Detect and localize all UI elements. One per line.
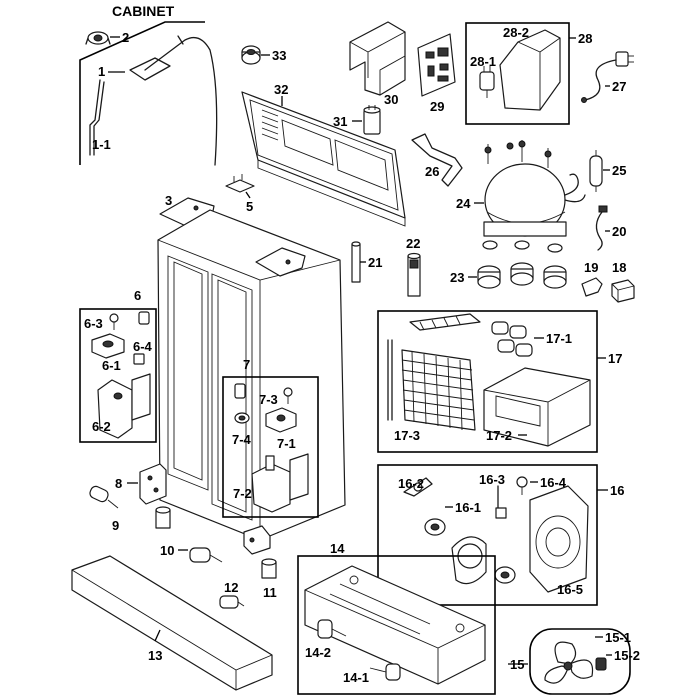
label-9: 9 — [112, 518, 119, 533]
part-28-group — [465, 22, 570, 125]
label-1-1: 1-1 — [92, 137, 111, 152]
label-14: 14 — [330, 541, 345, 556]
label-12: 12 — [224, 580, 238, 595]
label-6-1: 6-1 — [102, 358, 121, 373]
part-30-bracket — [349, 21, 406, 96]
label-27: 27 — [612, 79, 626, 94]
label-28-1: 28-1 — [470, 54, 496, 69]
label-32: 32 — [274, 82, 288, 97]
label-3: 3 — [165, 193, 172, 208]
label-16-1: 16-1 — [455, 500, 481, 515]
part-13-base-grille — [71, 555, 273, 691]
label-17-3: 17-3 — [394, 428, 420, 443]
part-21-pin — [351, 241, 361, 283]
label-13: 13 — [148, 648, 162, 663]
label-7-3: 7-3 — [259, 392, 278, 407]
part-33-nut — [241, 45, 261, 65]
label-6-3: 6-3 — [84, 316, 103, 331]
label-17-2: 17-2 — [486, 428, 512, 443]
part-2-clamp — [85, 31, 111, 45]
part-14-group — [297, 555, 496, 695]
part-26-clip — [411, 133, 463, 187]
part-17-group — [377, 310, 598, 453]
label-31: 31 — [333, 114, 347, 129]
part-18-relay — [611, 279, 635, 303]
label-1: 1 — [98, 64, 105, 79]
part-10-roller — [189, 547, 223, 563]
part-20-sensor — [595, 205, 608, 251]
label-29: 29 — [430, 99, 444, 114]
part-12-bushing — [219, 595, 245, 609]
label-16-4: 16-4 — [540, 475, 567, 490]
label-17: 17 — [608, 351, 622, 366]
label-33: 33 — [272, 48, 286, 63]
label-8: 8 — [115, 476, 122, 491]
label-7-1: 7-1 — [277, 436, 296, 451]
label-24: 24 — [456, 196, 471, 211]
part-22-rod — [407, 252, 421, 297]
label-19: 19 — [584, 260, 598, 275]
part-19-clip — [581, 277, 603, 297]
part-8-lower-hinge — [139, 463, 171, 529]
part-5-bracket — [225, 174, 255, 193]
label-20: 20 — [612, 224, 626, 239]
label-11: 11 — [263, 585, 277, 600]
label-21: 21 — [368, 255, 382, 270]
label-23: 23 — [450, 270, 464, 285]
label-28: 28 — [578, 31, 592, 46]
label-14-1: 14-1 — [343, 670, 369, 685]
part-32-cover — [241, 91, 406, 227]
label-16-2: 16-2 — [398, 476, 424, 491]
part-23-grommets — [477, 240, 567, 289]
label-17-1: 17-1 — [546, 331, 572, 346]
part-31-capacitor — [363, 105, 381, 135]
label-30: 30 — [384, 92, 398, 107]
part-6-group — [79, 308, 157, 443]
part-29-pcb — [417, 33, 456, 97]
label-15-2: 15-2 — [614, 648, 640, 663]
part-1-group — [79, 21, 218, 166]
label-6-4: 6-4 — [133, 339, 153, 354]
label-14-2: 14-2 — [305, 645, 331, 660]
label-7-2: 7-2 — [233, 486, 252, 501]
label-7: 7 — [243, 357, 250, 372]
part-11-leveler — [243, 525, 277, 579]
label-26: 26 — [425, 164, 439, 179]
label-18: 18 — [612, 260, 626, 275]
part-25-drier — [589, 150, 603, 192]
part-7-group — [222, 376, 319, 518]
label-7-4: 7-4 — [232, 432, 252, 447]
label-25: 25 — [612, 163, 626, 178]
part-15-group — [529, 628, 631, 695]
label-2: 2 — [122, 30, 129, 45]
part-16-group — [377, 464, 598, 606]
part-24-compressor — [483, 140, 586, 237]
label-22: 22 — [406, 236, 420, 251]
label-5: 5 — [246, 199, 253, 214]
label-6: 6 — [134, 288, 141, 303]
label-15: 15 — [510, 657, 524, 672]
part-9-roller — [89, 485, 119, 509]
label-16-5: 16-5 — [557, 582, 583, 597]
label-28-2: 28-2 — [503, 25, 529, 40]
diagram-title: CABINET — [112, 3, 175, 19]
label-15-1: 15-1 — [605, 630, 631, 645]
label-6-2: 6-2 — [92, 419, 111, 434]
part-27-power-cord — [581, 51, 634, 103]
label-10: 10 — [160, 543, 174, 558]
label-16: 16 — [610, 483, 624, 498]
label-16-3: 16-3 — [479, 472, 505, 487]
